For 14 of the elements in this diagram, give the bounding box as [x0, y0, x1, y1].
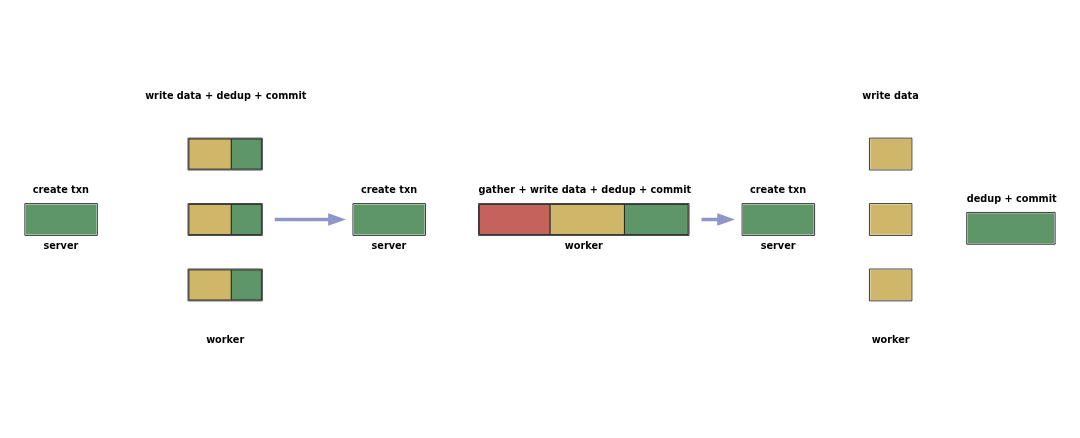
label: worker — [871, 333, 910, 345]
label: worker — [206, 333, 245, 345]
node-label: server — [43, 239, 79, 251]
node-label: create txn — [750, 183, 807, 195]
node-label: dedup + commit — [966, 192, 1057, 204]
arrow — [274, 212, 346, 226]
node-label: worker — [564, 239, 603, 251]
node-label: create txn — [32, 183, 89, 195]
node-label: server — [371, 239, 407, 251]
node-label: gather + write data + dedup + commit — [478, 183, 692, 195]
node-label: server — [760, 239, 796, 251]
label: write data + dedup + commit — [145, 89, 307, 101]
label: write data — [862, 89, 919, 101]
node-label: create txn — [360, 183, 418, 195]
